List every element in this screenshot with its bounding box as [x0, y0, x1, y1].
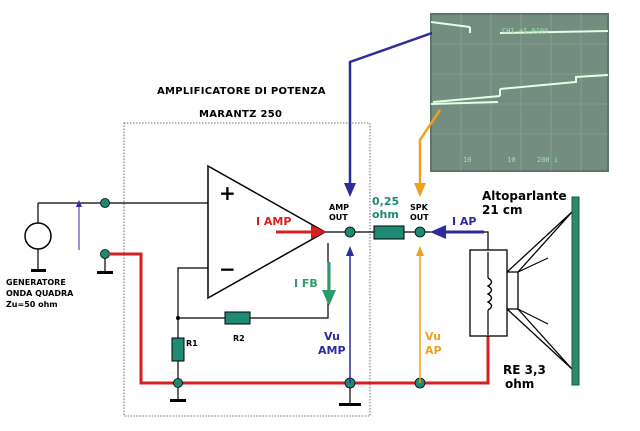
input-terminal-ground — [100, 249, 110, 259]
resistor-r1 — [171, 337, 185, 362]
power-amplifier-opamp: + − — [207, 164, 327, 300]
ground-icon — [31, 269, 46, 272]
speaker-re-value: RE 3,3 — [503, 363, 546, 377]
vu-amp-label-1: Vu — [324, 330, 340, 343]
scope-label-2: 10 — [507, 156, 515, 164]
spk-out-label-2: OUT — [410, 213, 429, 222]
speaker-frame — [571, 196, 580, 386]
ground-icon — [97, 271, 113, 274]
speaker-re-unit: ohm — [505, 377, 534, 391]
scope-trace — [430, 21, 609, 105]
scope-probe-amp — [348, 31, 433, 184]
generator-label-line1: GENERATORE — [6, 278, 66, 287]
resistor-r2 — [224, 311, 251, 325]
scope-top-readout: CH1 ≠1.9100 — [502, 27, 548, 35]
ground-return-wire — [109, 252, 490, 385]
spk-out-node — [414, 226, 426, 238]
input-terminal-plus — [100, 198, 110, 208]
resistor-r2-label: R2 — [233, 334, 245, 343]
speaker-pole — [507, 271, 519, 310]
feedback-junction — [176, 316, 180, 320]
i-fb-label: I FB — [294, 277, 318, 290]
i-amp-label: I AMP — [256, 215, 291, 228]
amp-out-label-1: AMP — [329, 203, 349, 212]
amp-out-node — [344, 226, 356, 238]
series-resistor — [373, 225, 405, 240]
amplifier-model: MARANTZ 250 — [199, 109, 282, 120]
series-resistor-value: 0,25 — [372, 195, 399, 208]
ground-icon — [170, 399, 186, 402]
vu-amp-label-2: AMP — [318, 344, 346, 357]
signal-generator: GENERATORE ONDA QUADRA Zu=50 ohm — [6, 202, 105, 309]
resistor-r1-label: R1 — [186, 339, 198, 348]
scope-screen — [431, 14, 608, 171]
speaker-name: Altoparlante — [482, 189, 567, 203]
ground-icon — [339, 403, 361, 406]
amp-out-label-2: OUT — [329, 213, 348, 222]
feedback-wire — [177, 267, 208, 338]
diagram-title: AMPLIFICATORE DI POTENZA — [157, 86, 326, 97]
generator-label-line2: ONDA QUADRA — [6, 289, 74, 298]
speaker-size: 21 cm — [482, 203, 523, 217]
i-ap-label: I AP — [452, 215, 477, 228]
generator-source-symbol — [24, 222, 52, 250]
scope-label-1: 10 — [463, 156, 471, 164]
scope-label-3: 200 i — [537, 156, 558, 164]
amplifier-boundary — [123, 122, 371, 417]
loudspeaker — [469, 196, 580, 386]
spk-out-label-1: SPK — [410, 203, 429, 212]
generator-label-line3: Zu=50 ohm — [6, 300, 58, 309]
opamp-plus-sign: + — [219, 181, 236, 205]
r1-ground-node — [173, 378, 183, 388]
voice-coil-icon — [486, 277, 493, 311]
speaker-cone — [506, 211, 573, 370]
scope-probe-spk — [418, 109, 442, 184]
vu-ap-label-1: Vu — [425, 330, 441, 343]
opamp-minus-sign: − — [219, 257, 236, 281]
vu-ap-label-2: AP — [425, 344, 442, 357]
series-resistor-unit: ohm — [372, 208, 399, 221]
oscilloscope-image: CH1 ≠1.9100 10 10 200 i — [430, 13, 609, 172]
